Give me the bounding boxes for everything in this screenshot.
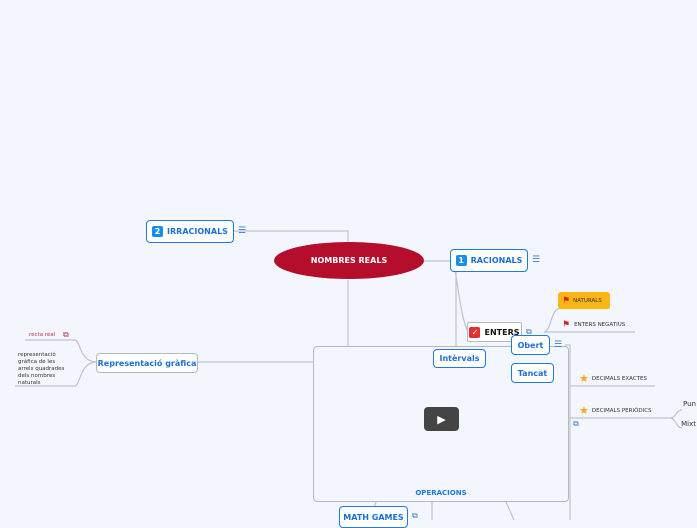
notes-icon[interactable]: ☰ [554,340,563,350]
node-label: ENTERS [484,327,520,337]
external-link-icon[interactable]: ⧉ [412,511,418,520]
node-label: ENTERS NEGATIUS [574,322,626,328]
flag-icon: ⚑ [562,295,571,306]
node-math-games[interactable]: MATH GAMES [339,506,408,528]
node-label: NATURALS [573,297,602,304]
external-link-icon[interactable]: ⧉ [573,419,579,428]
play-button[interactable]: ▶ [424,407,459,431]
checkbox-icon: ✓ [469,326,481,338]
node-arrels-quadrades[interactable]: representació gràfica de les arrels quad… [18,352,65,386]
node-label: DECIMALS PERIÒDICS [591,407,652,414]
central-topic-label: NOMBRES REALS [310,256,388,265]
central-topic[interactable]: NOMBRES REALS [274,242,424,279]
node-label: IRRACIONALS [167,227,228,236]
node-label: Obert [517,340,544,350]
video-caption: OPERACIONS [415,489,467,497]
node-label: MATH GAMES [343,512,404,522]
node-label: Intèrvals [439,354,480,363]
node-representacio-grafica[interactable]: Representació gràfica [96,353,198,373]
node-label: Tancat [517,368,548,378]
external-link-icon[interactable]: ⧉ [526,327,532,336]
node-periodic-mixt[interactable]: Mixt [681,420,696,428]
star-icon: ★ [579,404,589,417]
star-icon: ★ [579,372,589,385]
node-obert[interactable]: Obert [511,335,550,355]
node-recta-real[interactable]: recta real [29,332,56,338]
notes-icon[interactable]: ☰ [238,226,247,236]
node-decimals-periodics[interactable]: ★DECIMALS PERIÒDICS [579,404,652,417]
external-link-icon[interactable]: ⧉ [63,330,69,339]
node-tancat[interactable]: Tancat [511,363,554,383]
notes-icon[interactable]: ☰ [532,255,541,265]
flag-icon: ⚑ [562,320,571,330]
node-enters-negatius[interactable]: ⚑ENTERS NEGATIUS [562,320,625,330]
node-decimals-exactes[interactable]: ★DECIMALS EXACTES [579,372,647,385]
node-periodic-pur[interactable]: Pun [683,400,696,408]
node-enters[interactable]: ✓ENTERS [467,322,522,342]
node-label: RACIONALS [470,256,523,265]
node-naturals[interactable]: ⚑NATURALS [558,292,610,309]
number-2-icon: 2 [152,226,164,237]
node-label: DECIMALS EXACTES [591,375,647,382]
node-intervals[interactable]: Intèrvals [433,349,486,368]
node-label: Representació gràfica [97,358,197,368]
number-1-icon: 1 [455,255,467,266]
